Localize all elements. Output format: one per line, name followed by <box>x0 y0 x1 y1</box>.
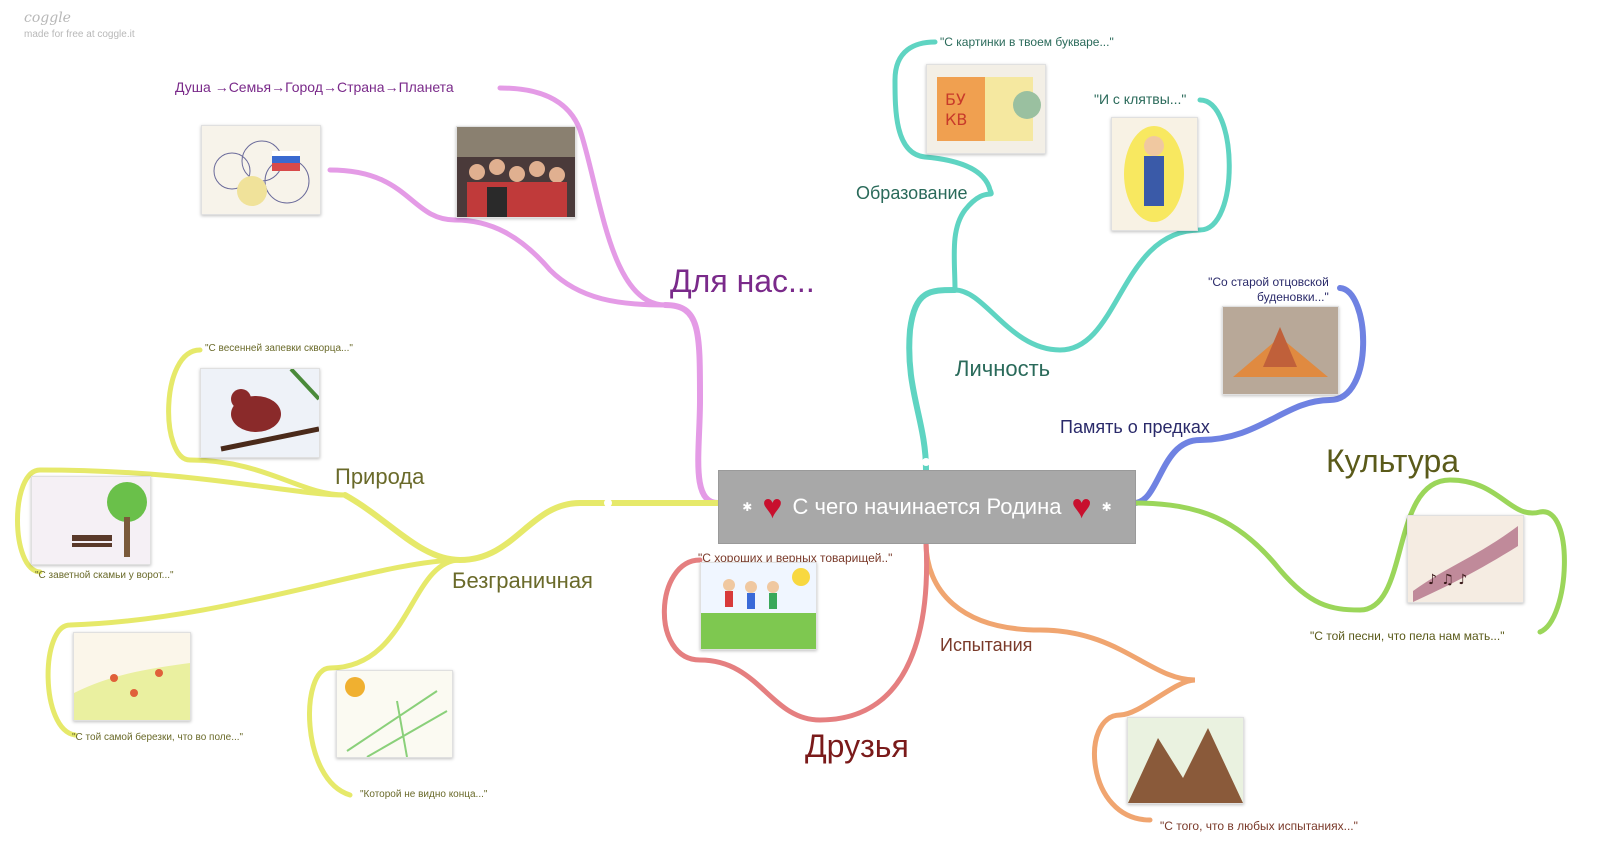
quote-druzya[interactable]: "С хороших и верных товарищей.." <box>698 551 893 565</box>
branch-chain-label[interactable]: Душа →Семья→Город→Страна→Планета <box>175 79 454 95</box>
branch-lichnost[interactable]: Личность <box>955 356 1051 381</box>
coggle-logo: coggle <box>24 10 71 26</box>
quote-pamyat[interactable]: "Со старой отцовской буденовки..." <box>1205 276 1329 303</box>
drawing-family-circles[interactable] <box>201 125 321 215</box>
quote-obrazovanie[interactable]: "С картинки в твоем букваре..." <box>940 35 1114 49</box>
central-topic-title: С чего начинается Родина <box>792 494 1062 519</box>
branch-pamyat[interactable]: Память о предках <box>1060 417 1210 437</box>
quote-lichnost[interactable]: "И с клятвы..." <box>1094 91 1187 107</box>
branch-ispytaniya[interactable]: Испытания <box>940 635 1033 655</box>
star-icon: ✱ <box>742 500 753 514</box>
quote-priroda-2[interactable]: "С заветной скамьи у ворот..." <box>35 570 174 581</box>
connector-dot <box>922 458 930 466</box>
drawing-primer-book[interactable]: БУ КВ <box>926 64 1046 154</box>
branch-priroda[interactable]: Природа <box>335 464 425 489</box>
coggle-subtitle: made for free at coggle.it <box>24 29 135 40</box>
svg-text:КВ: КВ <box>945 110 967 129</box>
branch-bezgranichnaya[interactable]: Безграничная <box>452 568 593 593</box>
star-icon: ✱ <box>1101 500 1112 514</box>
heart-icon: ♥ <box>1071 488 1092 526</box>
quote-priroda-3[interactable]: "С той самой березки, что во поле..." <box>72 732 244 743</box>
heart-icon: ♥ <box>762 488 783 526</box>
drawing-friends[interactable] <box>700 562 817 650</box>
svg-text:БУ: БУ <box>945 90 966 109</box>
quote-kultura[interactable]: "С той песни, что пела нам мать..." <box>1310 629 1505 643</box>
drawing-starling[interactable] <box>200 368 320 458</box>
branch-druzya[interactable]: Друзья <box>805 728 909 764</box>
drawing-music-notes[interactable]: ♪ ♫ ♪ <box>1407 515 1524 603</box>
drawing-mountains[interactable] <box>1127 717 1244 804</box>
quote-ispytaniya[interactable]: "С того, что в любых испытаниях..." <box>1160 819 1358 833</box>
branch-dlya-nas[interactable]: Для нас... <box>670 263 815 299</box>
photo-group-children[interactable] <box>456 126 576 218</box>
branch-kultura[interactable]: Культура <box>1326 443 1460 479</box>
quote-priroda-1[interactable]: "С весенней запевки скворца..." <box>205 343 353 354</box>
quote-bezgranichnaya[interactable]: "Которой не видно конца..." <box>360 789 488 800</box>
central-topic[interactable]: ✱ ♥ С чего начинается Родина ♥ ✱ <box>718 470 1136 544</box>
coggle-brand: coggle made for free at coggle.it <box>24 10 135 40</box>
connector-dot <box>604 499 612 507</box>
quote-pamyat-line-2: буденовки..." <box>1257 290 1329 304</box>
branch-obrazovanie[interactable]: Образование <box>856 183 968 203</box>
drawing-oath-person[interactable] <box>1111 117 1198 231</box>
drawing-bench[interactable] <box>31 476 151 565</box>
drawing-sun-roads[interactable] <box>336 670 453 758</box>
svg-text:♪ ♫ ♪: ♪ ♫ ♪ <box>1428 572 1467 588</box>
drawing-budenovka[interactable] <box>1222 306 1339 395</box>
quote-pamyat-line-1: "Со старой отцовской <box>1208 275 1329 289</box>
drawing-birch-field[interactable] <box>73 632 191 721</box>
